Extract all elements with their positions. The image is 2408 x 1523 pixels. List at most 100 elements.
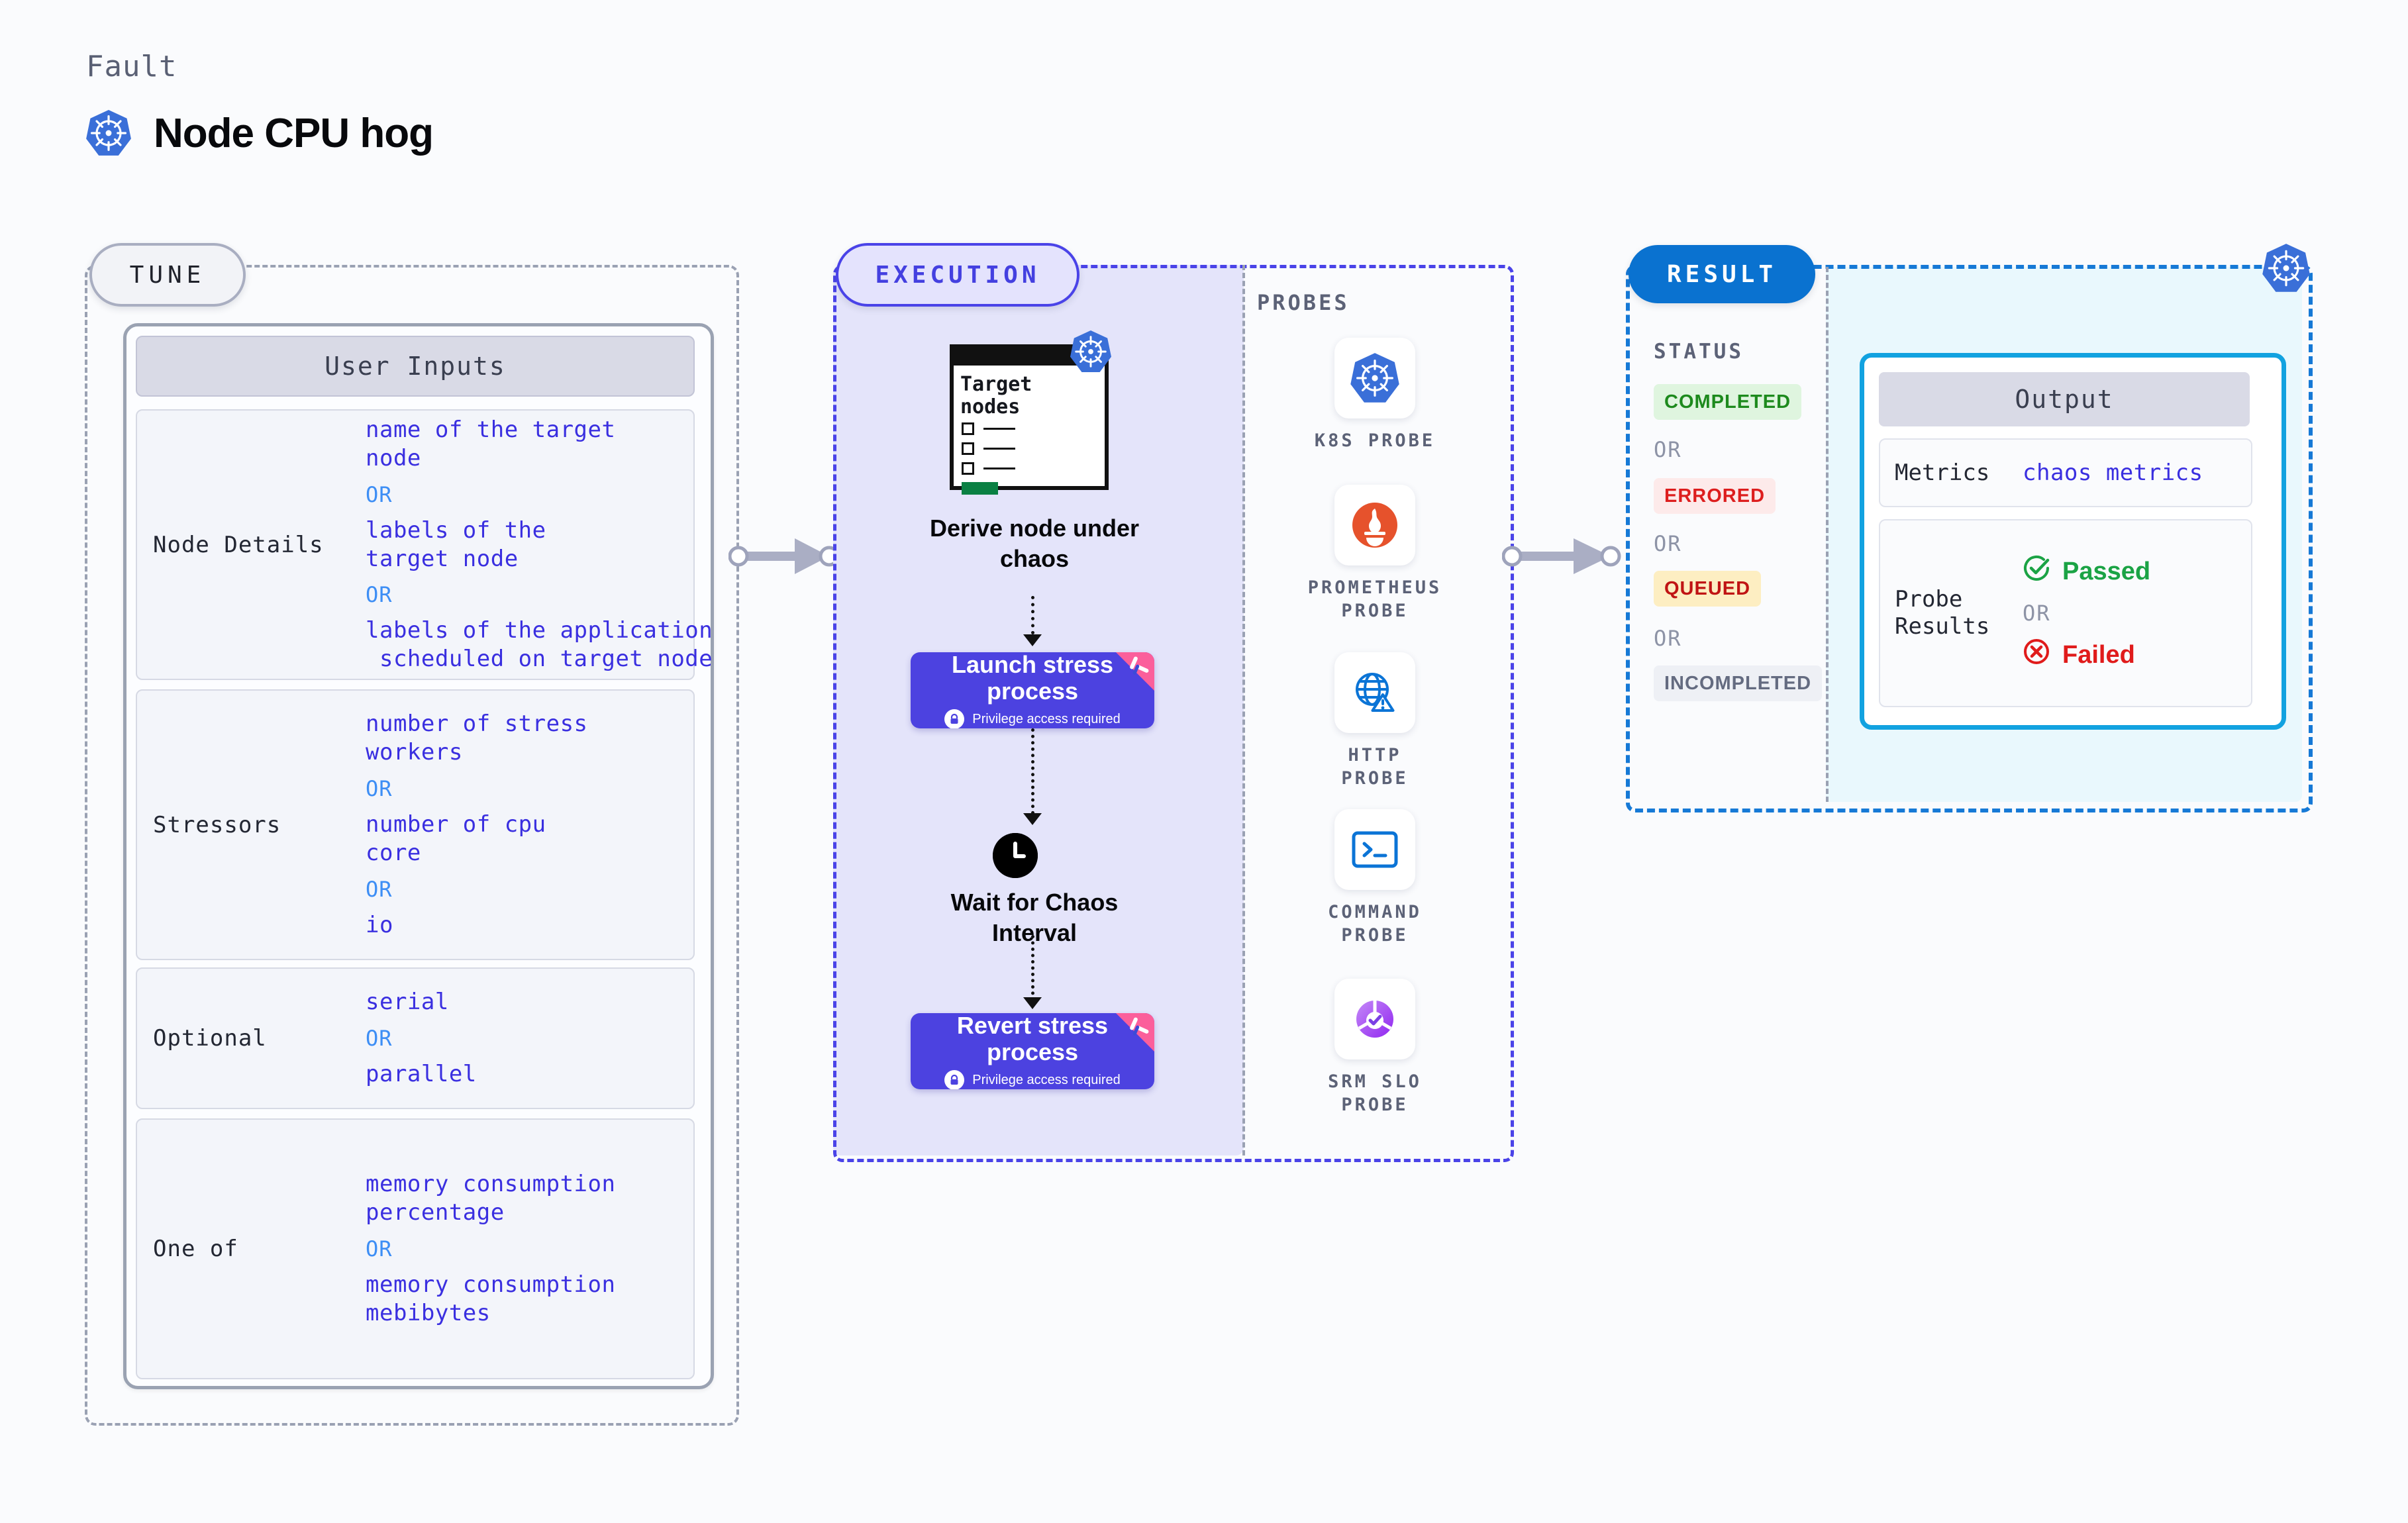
status-badge-queued: QUEUED — [1654, 571, 1762, 607]
revert-stress-process-step[interactable]: Revert stress process Privilege access r… — [911, 1013, 1154, 1089]
checkbox-icon[interactable] — [962, 442, 974, 455]
result-phase-pill[interactable]: RESULT — [1629, 245, 1815, 303]
user-inputs-card: User Inputs Node Details name of the tar… — [123, 323, 714, 1389]
privilege-note: Privilege access required — [944, 1070, 1121, 1089]
step-title: Revert stress process — [956, 1013, 1109, 1065]
progress-bar — [962, 482, 998, 495]
tune-row-value: io — [366, 911, 393, 938]
tune-row-stressors: Stressors number of stress workers OR nu… — [136, 689, 695, 960]
terminal-icon — [1334, 809, 1415, 890]
list-line — [983, 448, 1015, 450]
checkbox-icon[interactable] — [962, 422, 974, 435]
tune-row-value: labels of the application scheduled on t… — [366, 617, 713, 673]
arrow-head-icon — [1023, 813, 1042, 825]
derive-node-label: Derive node under chaos — [929, 515, 1140, 573]
metrics-key: Metrics — [1895, 459, 1990, 486]
status-badge-incompleted: INCOMPLETED — [1654, 665, 1823, 701]
tune-panel — [85, 265, 739, 1426]
probe-results-key: Probe Results — [1895, 586, 1990, 640]
fault-title-row: Node CPU hog — [86, 109, 434, 157]
probe-label: PROMETHEUS PROBE — [1307, 577, 1442, 622]
check-circle-icon — [2023, 554, 2050, 589]
flow-connector — [1031, 728, 1034, 814]
output-metrics-row: Metrics chaos metrics — [1879, 438, 2252, 507]
lock-icon — [944, 1070, 965, 1089]
x-circle-icon — [2023, 638, 2050, 672]
execution-phase-pill[interactable]: EXECUTION — [836, 243, 1079, 307]
tune-phase-pill[interactable]: TUNE — [89, 243, 246, 307]
probe-item-k8s[interactable]: K8S PROBE — [1310, 338, 1440, 452]
user-inputs-title: User Inputs — [136, 336, 695, 397]
failed-label: Failed — [2062, 640, 2135, 669]
probe-label: K8S PROBE — [1314, 430, 1436, 451]
fault-title: Node CPU hog — [154, 110, 434, 156]
tune-row-value: number of stress workers — [366, 711, 588, 766]
output-card: Output Metrics chaos metrics Probe Resul… — [1860, 353, 2286, 730]
tune-row-value: memory consumption percentage — [366, 1171, 616, 1226]
result-divider — [1826, 267, 1829, 802]
flow-connector — [1031, 935, 1034, 1001]
checkbox-icon[interactable] — [962, 462, 974, 475]
list-line — [983, 467, 1015, 469]
launch-stress-process-step[interactable]: Launch stress process Privilege access r… — [911, 652, 1154, 728]
tune-row-value: number of cpu core — [366, 811, 546, 866]
probe-item-prometheus[interactable]: PROMETHEUS PROBE — [1307, 485, 1442, 622]
flow-connector — [1031, 596, 1034, 634]
probe-item-http[interactable]: HTTP PROBE — [1310, 652, 1440, 790]
or-separator: OR — [366, 582, 393, 608]
or-separator: OR — [366, 776, 393, 802]
list-line — [983, 428, 1015, 430]
tune-row-value: serial — [366, 989, 449, 1016]
probe-item-srm-slo[interactable]: SRM SLO PROBE — [1310, 979, 1440, 1116]
kubernetes-icon — [1070, 330, 1111, 376]
output-title: Output — [1879, 372, 2250, 426]
tune-row-optional: Optional serial OR parallel — [136, 967, 695, 1109]
target-nodes-title: Target nodes — [960, 373, 1032, 418]
tune-row-one-of: One of memory consumption percentage OR … — [136, 1118, 695, 1379]
step-title: Launch stress process — [951, 652, 1114, 705]
execution-panel — [833, 265, 1514, 1162]
kubernetes-icon — [2262, 243, 2310, 296]
probe-label: HTTP PROBE — [1341, 745, 1409, 789]
kubernetes-icon — [86, 109, 131, 157]
tune-row-key: Node Details — [153, 531, 324, 558]
result-status-background — [1628, 267, 1827, 802]
status-section-label: STATUS — [1654, 340, 1744, 364]
tune-row-value: labels of the target node — [366, 516, 546, 572]
metrics-value: chaos metrics — [2023, 460, 2203, 486]
privilege-text: Privilege access required — [972, 711, 1121, 726]
clock-icon — [993, 833, 1038, 878]
prometheus-icon — [1334, 485, 1415, 565]
checkbox-row — [962, 442, 1015, 455]
or-separator: OR — [1654, 626, 1682, 651]
connector-tune-to-execution — [728, 533, 841, 582]
chaos-ribbon-icon — [1116, 652, 1154, 691]
probe-label: SRM SLO PROBE — [1328, 1071, 1422, 1116]
or-separator: OR — [1654, 531, 1682, 556]
fault-kicker-label: Fault — [86, 50, 177, 83]
tune-row-key: Stressors — [153, 811, 281, 838]
arrow-head-icon — [1023, 634, 1042, 646]
kubernetes-icon — [1334, 338, 1415, 418]
target-nodes-card: Target nodes — [950, 330, 1111, 495]
tune-row-key: Optional — [153, 1025, 267, 1052]
globe-warning-icon — [1334, 652, 1415, 733]
checkbox-row — [962, 462, 1015, 475]
or-separator: OR — [366, 481, 393, 507]
probe-item-command[interactable]: COMMAND PROBE — [1310, 809, 1440, 947]
passed-label: Passed — [2062, 557, 2151, 585]
execution-probes-divider — [1242, 265, 1245, 1155]
or-separator: OR — [366, 1026, 393, 1051]
slo-gauge-icon — [1334, 979, 1415, 1059]
probe-result-failed: Failed — [2023, 638, 2150, 672]
output-probe-results-row: Probe Results Passed OR Failed — [1879, 519, 2252, 707]
tune-row-value: parallel — [366, 1061, 477, 1087]
lock-icon — [944, 709, 965, 728]
probe-result-passed: Passed — [2023, 554, 2150, 589]
privilege-note: Privilege access required — [944, 709, 1121, 728]
tune-row-value: memory consumption mebibytes — [366, 1271, 616, 1326]
tune-row-key: One of — [153, 1236, 238, 1262]
checkbox-row — [962, 422, 1015, 435]
or-separator: OR — [1654, 437, 1682, 462]
status-badge-completed: COMPLETED — [1654, 384, 1802, 420]
